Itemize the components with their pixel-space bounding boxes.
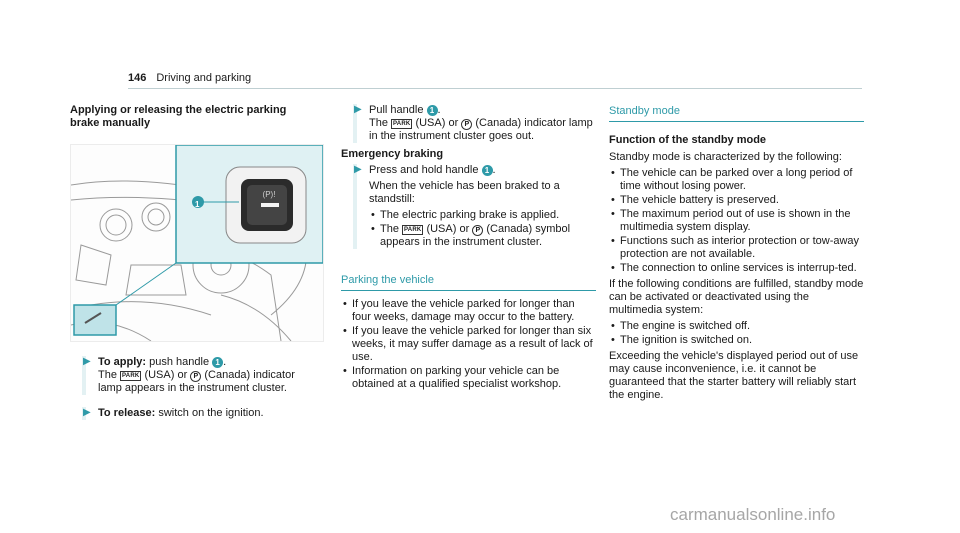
page-header: 146 Driving and parking (128, 72, 251, 84)
svg-text:(P)!: (P)! (263, 190, 276, 199)
left-column: Applying or releasing the electric parki… (70, 104, 324, 420)
release-text: switch on the ignition. (158, 407, 264, 419)
right-column: Standby mode Function of the standby mod… (609, 104, 864, 402)
parking-brake-illustration: (P)! 1 (70, 144, 324, 342)
parking-vehicle-heading: Parking the vehicle (341, 273, 596, 291)
apply-label: To apply: (98, 356, 147, 368)
standby-intro: Standby mode is characterized by the fol… (609, 151, 842, 163)
list-item: The PARK (USA) or P (Canada) symbol appe… (369, 223, 596, 249)
list-item: The engine is switched off. (609, 320, 864, 333)
list-item: The vehicle battery is preserved. (609, 194, 864, 207)
standby-mode-heading: Standby mode (609, 104, 864, 122)
standby-conditions: If the following conditions are fulfille… (609, 278, 864, 316)
park-indicator-icon: PARK (120, 371, 142, 381)
pull-park-mid: (USA) or (415, 117, 459, 129)
header-divider (128, 88, 862, 89)
list-item: The electric parking brake is applied. (369, 209, 596, 222)
section-title: Driving and parking (156, 72, 252, 84)
p-circle-indicator-icon: P (461, 119, 473, 130)
park-indicator-icon: PARK (391, 119, 413, 129)
apply-park-post: (Canada) indicator lamp appears in the i… (98, 369, 295, 394)
condition-bullets: The engine is switched off. The ignition… (609, 320, 864, 347)
callout-1-icon: 1 (212, 357, 224, 368)
emergency-braking-heading: Emergency braking (341, 148, 444, 160)
list-item: If you leave the vehicle parked for long… (341, 298, 596, 324)
press-hold-text: Press and hold handle (369, 164, 479, 176)
list-item: The vehicle can be parked over a long pe… (609, 167, 864, 193)
list-item: If you leave the vehicle parked for long… (341, 325, 596, 364)
p-circle-indicator-icon: P (472, 225, 484, 236)
apply-park-pre: The (98, 369, 117, 381)
press-hold-step: ▶ Press and hold handle 1. When the vehi… (341, 164, 596, 249)
park-indicator-icon: PARK (402, 225, 424, 235)
step-arrow-icon: ▶ (83, 407, 91, 418)
callout-1-icon: 1 (481, 165, 493, 176)
standstill-text: When the vehicle has been braked to a st… (369, 180, 560, 205)
release-label: To release: (98, 407, 156, 419)
apply-text: push handle (149, 356, 210, 368)
standby-footer-note: Exceeding the vehicle's displayed period… (609, 350, 859, 401)
parking-bullets: If you leave the vehicle parked for long… (341, 298, 596, 391)
list-item: The maximum period out of use is shown i… (609, 208, 864, 234)
page-number: 146 (128, 72, 147, 84)
list-item: The connection to online services is int… (609, 262, 864, 275)
middle-column: ▶ Pull handle 1. The PARK (USA) or P (Ca… (341, 104, 596, 392)
callout-1-icon: 1 (426, 105, 438, 116)
pull-handle-step: ▶ Pull handle 1. The PARK (USA) or P (Ca… (341, 104, 596, 143)
step-arrow-icon: ▶ (354, 104, 362, 115)
watermark: carmanualsonline.info (670, 505, 836, 524)
bullet-text: (USA) or (426, 223, 470, 235)
list-item: Functions such as interior protection or… (609, 235, 864, 261)
pull-park-pre: The (369, 117, 388, 129)
bullet-text: The (380, 223, 399, 235)
apply-park-mid: (USA) or (144, 369, 188, 381)
emergency-bullets: The electric parking brake is applied. T… (369, 209, 596, 249)
bullet-text: (Canada) symbol appears in the instrumen… (380, 223, 571, 248)
figure-callout-1: 1 (195, 200, 200, 209)
parking-brake-heading: Applying or releasing the electric parki… (70, 104, 287, 129)
p-circle-indicator-icon: P (190, 371, 202, 382)
pull-park-post: (Canada) indicator lamp in the instrumen… (369, 117, 593, 142)
standby-bullets: The vehicle can be parked over a long pe… (609, 167, 864, 275)
apply-step: ▶ To apply: push handle 1. The PARK (USA… (70, 356, 320, 395)
pull-handle-text: Pull handle (369, 104, 424, 116)
cockpit-drawing: (P)! (71, 145, 323, 341)
release-step: ▶ To release: switch on the ignition. (70, 407, 320, 420)
step-arrow-icon: ▶ (83, 356, 91, 367)
standby-function-heading: Function of the standby mode (609, 134, 767, 146)
list-item: The ignition is switched on. (609, 334, 864, 347)
step-arrow-icon: ▶ (354, 164, 362, 175)
list-item: Information on parking your vehicle can … (341, 365, 596, 391)
